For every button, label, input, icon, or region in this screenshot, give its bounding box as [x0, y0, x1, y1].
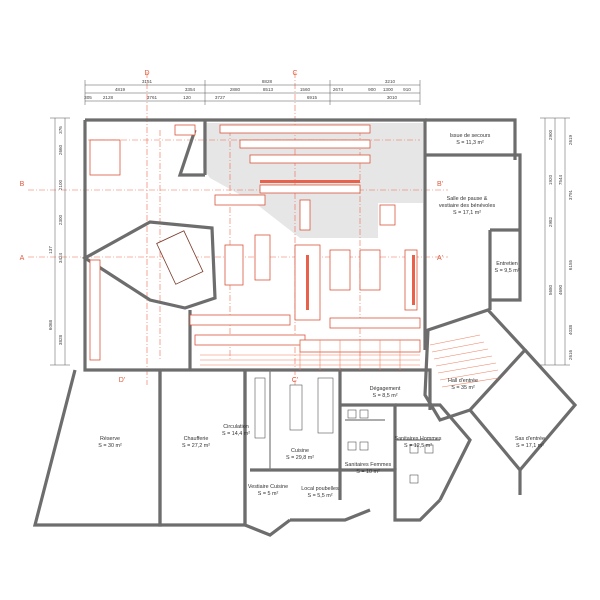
svg-text:1920: 1920: [548, 174, 553, 185]
furniture-main: [89, 124, 421, 370]
svg-text:305: 305: [84, 95, 92, 100]
room-degagement-area: S = 8,5 m²: [372, 393, 397, 399]
svg-text:2300: 2300: [58, 214, 63, 225]
svg-text:376: 376: [58, 126, 63, 134]
svg-text:3354: 3354: [185, 87, 196, 92]
floor-markings: [200, 340, 420, 370]
svg-text:8828: 8828: [262, 79, 273, 84]
room-labels: Issue de secours S = 11,3 m² Salle de pa…: [98, 133, 545, 499]
svg-text:2674: 2674: [333, 87, 344, 92]
svg-text:4038: 4038: [568, 324, 573, 335]
svg-text:3210: 3210: [385, 79, 396, 84]
svg-text:2619: 2619: [568, 134, 573, 145]
room-pause-name2: vestiaire des bénévoles: [439, 203, 496, 209]
svg-text:3424: 3424: [58, 252, 63, 263]
svg-text:3727: 3727: [215, 95, 226, 100]
room-sanit-h-area: S = 12,5 m²: [404, 443, 432, 449]
room-poubelles-area: S = 5,5 m²: [307, 493, 332, 499]
left-dimension-lines: [50, 117, 70, 366]
top-dimension-lines: [84, 80, 421, 105]
svg-text:4819: 4819: [115, 87, 126, 92]
svg-text:2900: 2900: [548, 129, 553, 140]
room-issue-area: S = 11,3 m²: [456, 140, 484, 146]
left-dimensions: 137 6068 376 2660 2100 2300 3424 3828: [48, 126, 63, 345]
room-issue-name: Issue de secours: [450, 133, 491, 139]
svg-text:3828: 3828: [58, 334, 63, 345]
svg-text:3010: 3010: [387, 95, 398, 100]
svg-text:5680: 5680: [548, 284, 553, 295]
svg-text:8513: 8513: [263, 87, 274, 92]
svg-text:2660: 2660: [58, 144, 63, 155]
room-hall-area: S = 35 m²: [451, 385, 475, 391]
room-circulation-area: S = 14,4 m²: [222, 431, 250, 437]
room-pause-area: S = 17,1 m²: [453, 210, 481, 216]
svg-text:2616: 2616: [568, 349, 573, 360]
section-b-right: B': [437, 181, 443, 188]
room-degagement-name: Dégagement: [370, 386, 401, 392]
svg-text:3151: 3151: [142, 79, 153, 84]
section-marks: D C B A B' A' D' C': [20, 70, 443, 384]
room-cuisine-area: S = 29,8 m²: [286, 455, 314, 461]
svg-text:1300: 1300: [383, 87, 394, 92]
svg-text:4690: 4690: [558, 284, 563, 295]
svg-text:3791: 3791: [568, 189, 573, 200]
svg-text:120: 120: [183, 95, 191, 100]
room-reserve-name: Réserve: [100, 436, 120, 442]
room-sanit-f-name: Sanitaires Femmes: [345, 462, 392, 468]
fixtures: [254, 377, 434, 484]
room-reserve-area: S = 30 m²: [98, 443, 122, 449]
room-entretien-name: Entretien: [496, 261, 518, 267]
room-cuisine-name: Cuisine: [291, 448, 309, 454]
svg-text:6915: 6915: [307, 95, 318, 100]
section-a-right: A': [437, 255, 443, 262]
room-chaufferie-name: Chaufferie: [184, 436, 209, 442]
svg-text:2128: 2128: [103, 95, 114, 100]
room-vestiaire-name: Vestiaire Cuisine: [248, 484, 288, 490]
svg-text:1560: 1560: [300, 87, 311, 92]
section-b-left: B: [20, 181, 25, 188]
svg-text:6068: 6068: [48, 319, 53, 330]
right-dimensions: 2900 1920 2982 5680 4690 2619 3791 7544 …: [548, 129, 573, 360]
svg-text:6155: 6155: [568, 259, 573, 270]
svg-text:2880: 2880: [230, 87, 241, 92]
section-c-bottom: C': [292, 377, 298, 384]
room-vestiaire-area: S = 5 m²: [258, 491, 279, 497]
svg-text:7544: 7544: [558, 174, 563, 185]
svg-text:2100: 2100: [58, 179, 63, 190]
section-a-left: A: [20, 255, 25, 262]
svg-text:137: 137: [48, 246, 53, 254]
top-dimensions: 3151 8828 3210 4819 3354 2880 8513 1560 …: [84, 79, 411, 100]
svg-text:3761: 3761: [147, 95, 158, 100]
room-chaufferie-area: S = 27,2 m²: [182, 443, 210, 449]
room-poubelles-name: Local poubelles: [301, 486, 339, 492]
walls: [32, 118, 578, 537]
section-c-top: C: [292, 70, 297, 77]
svg-text:900: 900: [368, 87, 376, 92]
room-circulation-name: Circulation: [223, 424, 248, 430]
entrance-stairs: [429, 334, 499, 388]
room-entretien-area: S = 9,5 m²: [494, 268, 519, 274]
svg-text:910: 910: [403, 87, 411, 92]
right-dimension-lines: [540, 117, 570, 366]
room-sanit-h-name: Sanitaires Hommes: [394, 436, 441, 442]
section-d-bottom: D': [119, 377, 125, 384]
section-d-top: D: [144, 70, 149, 77]
room-pause-name: Salle de pause &: [447, 196, 488, 202]
room-sas-area: S = 17,1 m²: [516, 443, 544, 449]
room-hall-name: Hall d'entrée: [448, 378, 478, 384]
room-sanit-f-area: S = 10 m²: [356, 469, 380, 475]
svg-text:2982: 2982: [548, 216, 553, 227]
room-sas-name: Sas d'entrée: [515, 436, 545, 442]
